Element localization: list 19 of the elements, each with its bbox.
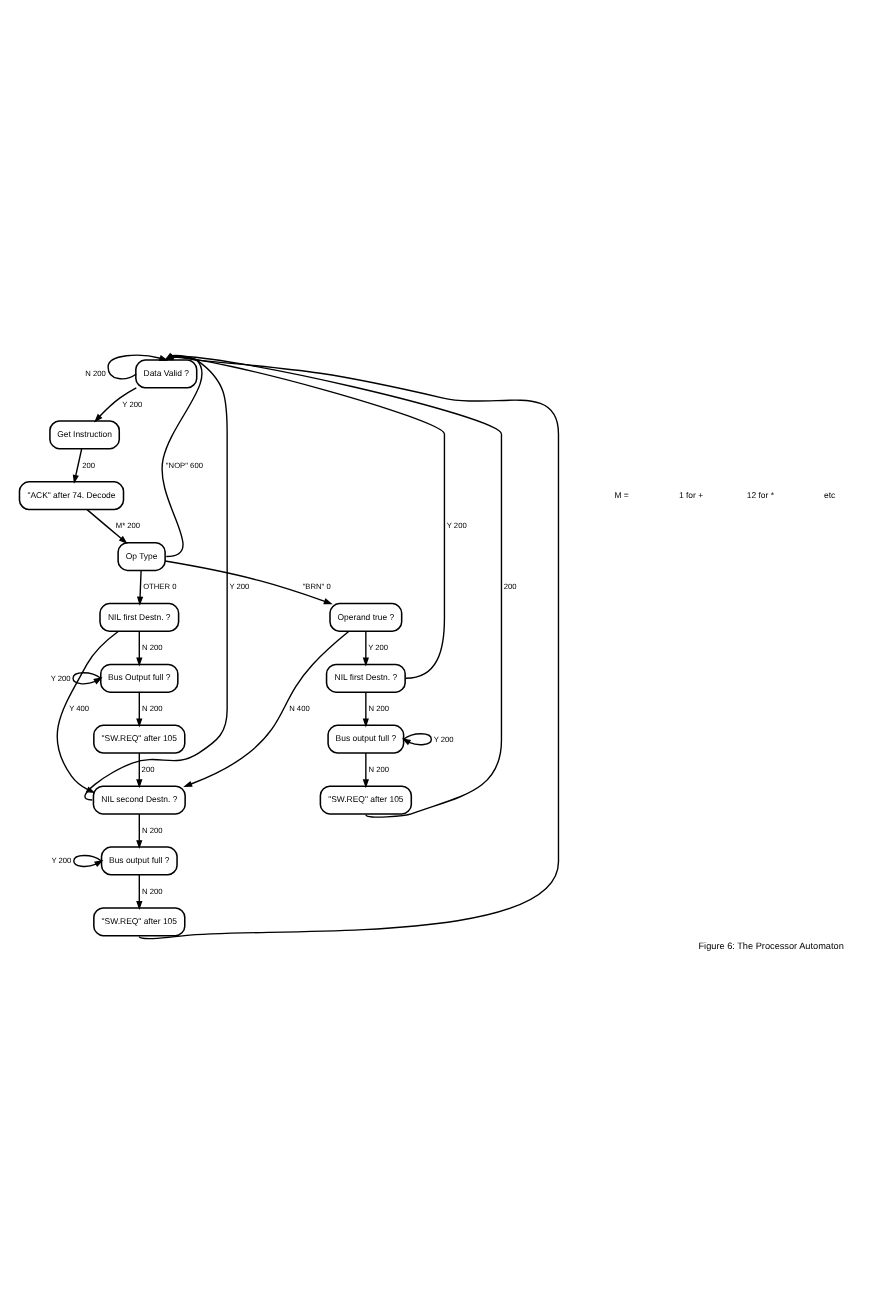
arrow [72,672,103,685]
arrow [136,569,144,606]
arrow [136,691,143,728]
arrow [401,733,433,746]
arrow [72,448,83,484]
arrow [362,630,369,667]
arrow [86,508,128,545]
arrow [94,387,137,423]
arrow [56,630,119,794]
arrow [362,691,369,728]
arrow [73,854,104,868]
arrow [136,874,143,910]
arrow [183,630,350,787]
arrow [107,354,169,380]
arrow [136,813,143,850]
arrow [362,752,369,789]
arrow [164,560,333,605]
arrow [136,752,143,789]
arrow [136,630,143,667]
